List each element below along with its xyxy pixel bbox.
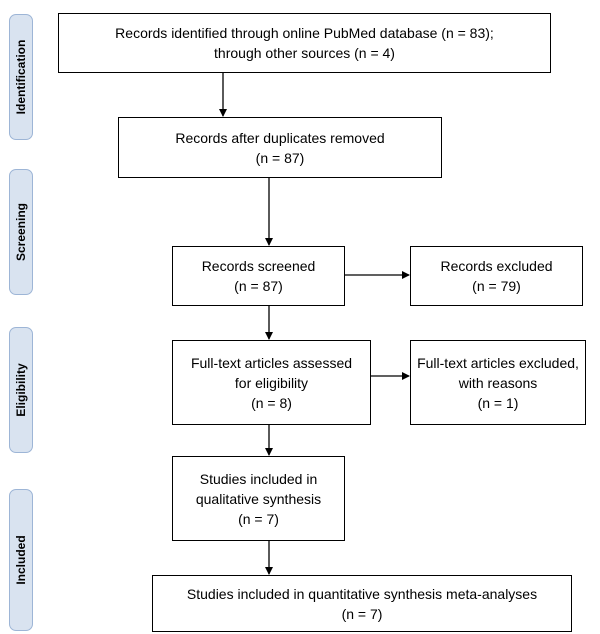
box-text: Studies included in quantitative synthes… <box>186 585 538 602</box>
box-text: (n = 79) <box>472 278 521 294</box>
box-text: Records excluded <box>440 258 553 274</box>
box-records-identified: Records identified through online PubMed… <box>58 13 551 73</box>
box-text: (n = 8) <box>251 394 292 411</box>
box-text: (n = 1) <box>477 394 519 411</box>
box-text: for eligibility <box>234 374 309 391</box>
box-qualitative-synthesis: Studies included in qualitative synthesi… <box>172 456 345 541</box>
box-text: Records identified through online PubMed… <box>115 25 494 41</box>
box-records-excluded: Records excluded (n = 79) <box>410 246 583 306</box>
box-text: Records screened <box>201 258 316 274</box>
box-fulltext-excluded: Full-text articles excluded, with reason… <box>410 340 586 425</box>
box-text: (n = 7) <box>341 605 383 622</box>
box-text: with reasons <box>458 374 538 391</box>
box-fulltext-assessed: Full-text articles assessed for eligibil… <box>172 340 371 425</box>
box-text: qualitative synthesis <box>195 490 322 507</box>
box-text: Studies included in <box>199 470 318 487</box>
box-text: Records after duplicates removed <box>175 129 385 146</box>
box-text: through other sources (n = 4) <box>214 45 395 61</box>
box-records-deduplicated: Records after duplicates removed (n = 87… <box>118 117 442 178</box>
box-quantitative-synthesis: Studies included in quantitative synthes… <box>152 575 572 632</box>
phase-included: Included <box>9 489 33 631</box>
box-text: Full-text articles assessed <box>190 354 353 371</box>
phase-eligibility: Eligibility <box>9 327 33 453</box>
box-text: (n = 87) <box>234 278 283 294</box>
box-text: (n = 7) <box>238 510 279 527</box>
box-records-screened: Records screened (n = 87) <box>172 246 345 306</box>
phase-identification: Identification <box>9 14 33 140</box>
phase-screening: Screening <box>9 169 33 295</box>
box-text: Full-text articles excluded, <box>417 354 579 371</box>
box-text: (n = 87) <box>255 149 305 166</box>
